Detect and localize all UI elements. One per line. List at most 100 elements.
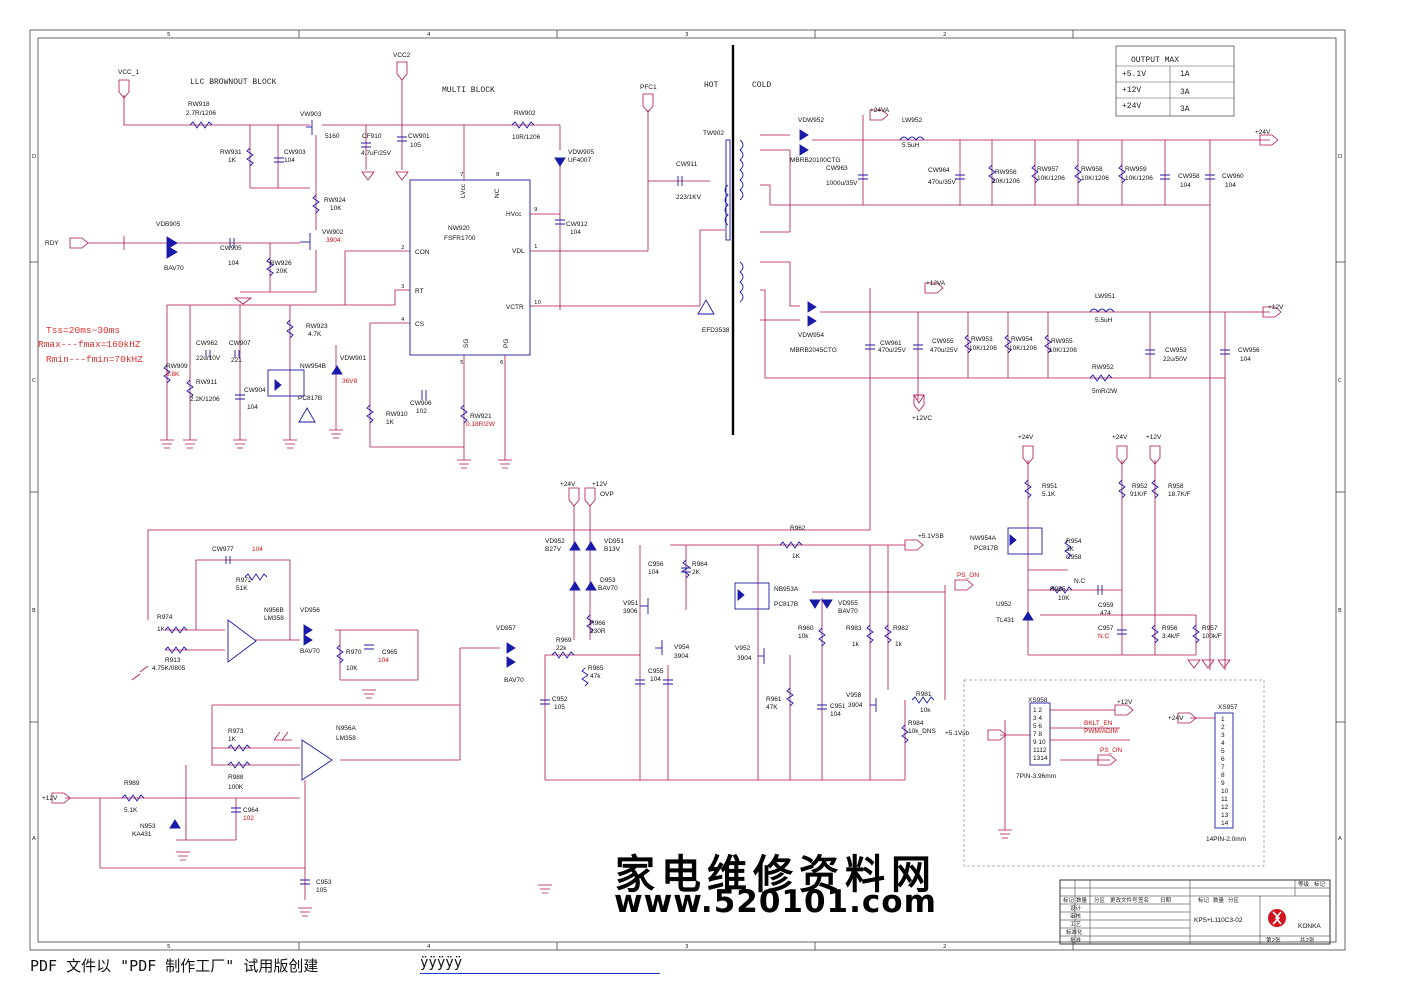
tb-sheet: 第2张: [1266, 936, 1281, 944]
tb-role-design: 设计: [1070, 904, 1082, 912]
grid-top-3: 3: [685, 32, 689, 38]
ref-r989: R989: [124, 780, 140, 787]
val-vw903: 5160: [325, 133, 340, 140]
ic-pinnum-9: 9: [534, 207, 538, 213]
xs957-pin-13: 13: [1221, 812, 1229, 819]
ref-rw959: RW959: [1125, 166, 1147, 173]
xs957-pin-14: 14: [1221, 820, 1229, 827]
val-r982: 1k: [895, 641, 903, 648]
ref-c958: C958: [1066, 554, 1082, 561]
val-c965: 104: [378, 657, 389, 664]
ref-r961: R961: [766, 696, 782, 703]
val-nb953a: PC817B: [774, 601, 798, 608]
ref-c956: C956: [648, 561, 664, 568]
val-r972: 51K: [236, 585, 248, 592]
ref-r960: R960: [798, 625, 814, 632]
ref-c951: C951: [830, 703, 846, 710]
grid-top-5: 5: [167, 32, 171, 38]
cold-label: COLD: [752, 81, 771, 90]
ref-vw902: VW902: [322, 229, 344, 236]
val-rw910: 1K: [386, 419, 395, 426]
val-vdw952: MBRB20100CTG: [790, 157, 841, 164]
ref-r982: R982: [893, 625, 909, 632]
tb-col-date: 日期: [1160, 897, 1172, 904]
val-cw905: 104: [228, 260, 239, 267]
ref-d953: D953: [600, 577, 616, 584]
pdf-footer-link[interactable]: ÿÿÿÿÿ: [420, 955, 660, 974]
ref-vdw905: VDW905: [568, 149, 594, 156]
val-rw953: 10K/1206: [969, 345, 997, 352]
ref-v954: V954: [674, 644, 690, 651]
ref-cw964: CW964: [928, 167, 950, 174]
note-rmin: Rmin---fmin=70kHZ: [46, 354, 143, 365]
tb-role-process: 工艺: [1070, 921, 1082, 928]
tb-col-mark-r: 标记: [1198, 896, 1210, 904]
val-vdw901: 36V8: [342, 378, 358, 385]
ref-r952: R952: [1132, 483, 1148, 490]
ref-n953: N953: [140, 823, 156, 830]
val-cw901: 105: [410, 142, 421, 149]
val-cf910: 4.7uF/25V: [361, 150, 392, 157]
hot-label: HOT: [704, 81, 719, 90]
val-rw957: 10K/1206: [1037, 175, 1065, 182]
ic-pinnum-2: 2: [401, 245, 405, 251]
val-cw912: 104: [570, 229, 581, 236]
ic-pinnum-7: 7: [460, 172, 464, 178]
ref-cw903: CW903: [284, 149, 306, 156]
ref-cw907: CW907: [229, 340, 251, 347]
val-r966: 330R: [590, 628, 606, 635]
val-n956a: LM358: [336, 735, 356, 742]
ref-nw954b: NW954B: [300, 363, 326, 370]
tb-col-zone-r: 分区: [1228, 896, 1240, 904]
ic-pinnum-6: 6: [500, 360, 504, 366]
ic-pin-vdl: VDL: [512, 248, 525, 255]
ref-rw953: RW953: [971, 336, 993, 343]
xs957-pin-5: 5: [1221, 748, 1225, 755]
ref-vdw954: VDW954: [798, 332, 824, 339]
ref-rw956: RW956: [995, 169, 1017, 176]
val-c964: 102: [243, 815, 254, 822]
val-cw963: 1000u/35V: [826, 180, 858, 187]
ref-vdw901: VDW901: [340, 355, 366, 362]
ref-n956a: N956A: [336, 725, 357, 732]
ic-pin-vctr: VCTR: [506, 304, 524, 311]
ic-pin-lvcc: LVcc: [460, 183, 467, 198]
ref-rw918: RW918: [188, 101, 210, 108]
xs958-ref: XS958: [1028, 697, 1048, 704]
grid-top-2: 2: [943, 32, 947, 38]
val-nw954a: PC817B: [974, 545, 998, 552]
ref-rw955: RW955: [1051, 338, 1073, 345]
val-cw961: 470u/25V: [878, 347, 906, 354]
semiconductors: [166, 129, 1034, 829]
net-bklt-en: BKLT_EN: [1084, 720, 1113, 727]
val-vd955: BAV70: [838, 608, 858, 615]
ref-cw962: CW962: [196, 340, 218, 347]
net-51vsb-conn: +5.1Vsb: [945, 730, 969, 737]
tb-role-approve: 批准: [1070, 936, 1082, 944]
val-vdw954: MBRB2045CTG: [790, 347, 837, 354]
val-rw911: 2.2K/1206: [190, 396, 220, 403]
val-rw918: 2.7R/1206: [186, 110, 216, 117]
ic-pinnum-3: 3: [401, 284, 405, 290]
ic-pin-hvcc: HVcc: [506, 211, 522, 218]
val-r913: 4.75K/0805: [152, 665, 186, 672]
ic-nw920: NW920 FSFR1700 LVcc NC HVcc VDL VCTR CON…: [401, 172, 541, 366]
ref-vw903: VW903: [300, 111, 322, 118]
val-cw911: 223/1KV: [676, 194, 702, 201]
ref-cw912: CW912: [566, 221, 588, 228]
net-12v-ka431: +12V: [42, 795, 58, 802]
val-u952: TL431: [996, 617, 1015, 624]
net-12v: +12V: [1268, 304, 1284, 311]
net-24v-conn: +24V: [1168, 715, 1184, 722]
val-cw906: 102: [416, 408, 427, 415]
xs957-pin-3: 3: [1221, 732, 1225, 739]
tb-col-qty: 数量: [1076, 896, 1088, 904]
val-r957: 100k/F: [1202, 633, 1222, 640]
ref-r988: R988: [228, 774, 244, 781]
val-rw902: 10R/1206: [512, 134, 541, 141]
ic-pin-nc: NC: [494, 188, 501, 198]
grid-bot-4: 4: [427, 944, 431, 950]
net-labels: VCC_1 VCC2 PFC1 RDY +24V +24VA +12VA +12…: [42, 52, 1284, 802]
ic-pin-con: CON: [415, 249, 430, 256]
val-cw964: 470u/35V: [928, 179, 956, 186]
